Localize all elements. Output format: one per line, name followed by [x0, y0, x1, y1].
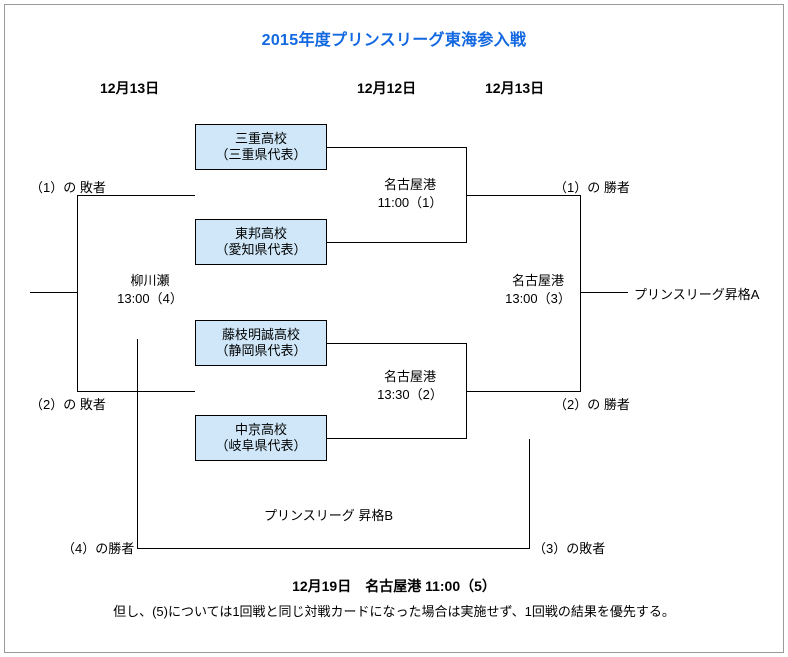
page-border [4, 4, 784, 653]
match-4-label: 柳川瀬 13:00（4） [80, 272, 220, 307]
line-match4-out [30, 292, 77, 293]
date-header-left: 12月13日 [100, 80, 160, 96]
match-venue: 名古屋港 [511, 273, 564, 288]
line-match2-out [466, 391, 581, 392]
date-header-center: 12月12日 [357, 80, 417, 96]
line-loser2-to-match4 [77, 391, 195, 392]
match-1-label: 名古屋港 11:00（1） [340, 176, 480, 211]
line-mie-to-match1 [327, 147, 467, 148]
label-loser-3: （3）の敗者 [533, 541, 606, 556]
team-name: 東邦高校 [234, 225, 287, 241]
match-time: 13:00（4） [117, 290, 183, 306]
team-pref: （三重県代表） [215, 147, 307, 162]
label-winner-1: （1）の 勝者 [554, 180, 630, 195]
label-loser-2: （2）の 敗者 [30, 397, 106, 412]
team-box-fujieda[interactable]: 藤枝明誠高校 （静岡県代表） [195, 320, 327, 366]
team-box-toho[interactable]: 東邦高校 （愛知県代表） [195, 219, 327, 265]
team-box-mie[interactable]: 三重高校 （三重県代表） [195, 124, 327, 170]
footer-match5: 12月19日 名古屋港 11:00（5） [292, 578, 496, 594]
line-match4-joiner [77, 195, 78, 392]
line-match3-loser-down [529, 439, 530, 549]
match-3-label: 名古屋港 13:00（3） [468, 272, 608, 307]
match-venue: 柳川瀬 [130, 273, 170, 288]
line-match3-out [580, 292, 628, 293]
label-promotion-b: プリンスリーグ 昇格B [264, 508, 394, 523]
label-promotion-a: プリンスリーグ昇格A [634, 287, 760, 302]
label-loser-1: （1）の 敗者 [30, 180, 106, 195]
line-match4-winner-down [137, 339, 138, 549]
team-name: 中京高校 [234, 421, 287, 437]
team-name: 藤枝明誠高校 [221, 326, 300, 342]
match-venue: 名古屋港 [383, 177, 436, 192]
line-bottom-bracket [137, 548, 529, 549]
match-venue: 名古屋港 [383, 369, 436, 384]
match-2-label: 名古屋港 13:30（2） [340, 368, 480, 403]
line-toho-to-match1 [327, 242, 467, 243]
label-winner-4: （4）の勝者 [62, 541, 135, 556]
line-match3-joiner [580, 195, 581, 392]
match-time: 13:00（3） [505, 290, 571, 306]
label-winner-2: （2）の 勝者 [554, 397, 630, 412]
team-pref: （岐阜県代表） [215, 438, 307, 453]
page-title: 2015年度プリンスリーグ東海参入戦 [261, 32, 527, 49]
team-pref: （愛知県代表） [215, 242, 307, 257]
line-fujieda-to-match2 [327, 343, 467, 344]
footer-note: 但し、(5)については1回戦と同じ対戦カードになった場合は実施せず、1回戦の結果… [113, 604, 675, 619]
team-name: 三重高校 [234, 130, 287, 146]
team-box-chukyo[interactable]: 中京高校 （岐阜県代表） [195, 415, 327, 461]
line-match1-out [466, 195, 581, 196]
line-chukyo-to-match2 [327, 438, 467, 439]
line-loser1-to-match4 [77, 195, 195, 196]
date-header-right: 12月13日 [485, 80, 545, 96]
match-time: 11:00（1） [377, 194, 443, 210]
team-pref: （静岡県代表） [215, 343, 307, 358]
match-time: 13:30（2） [377, 386, 443, 402]
